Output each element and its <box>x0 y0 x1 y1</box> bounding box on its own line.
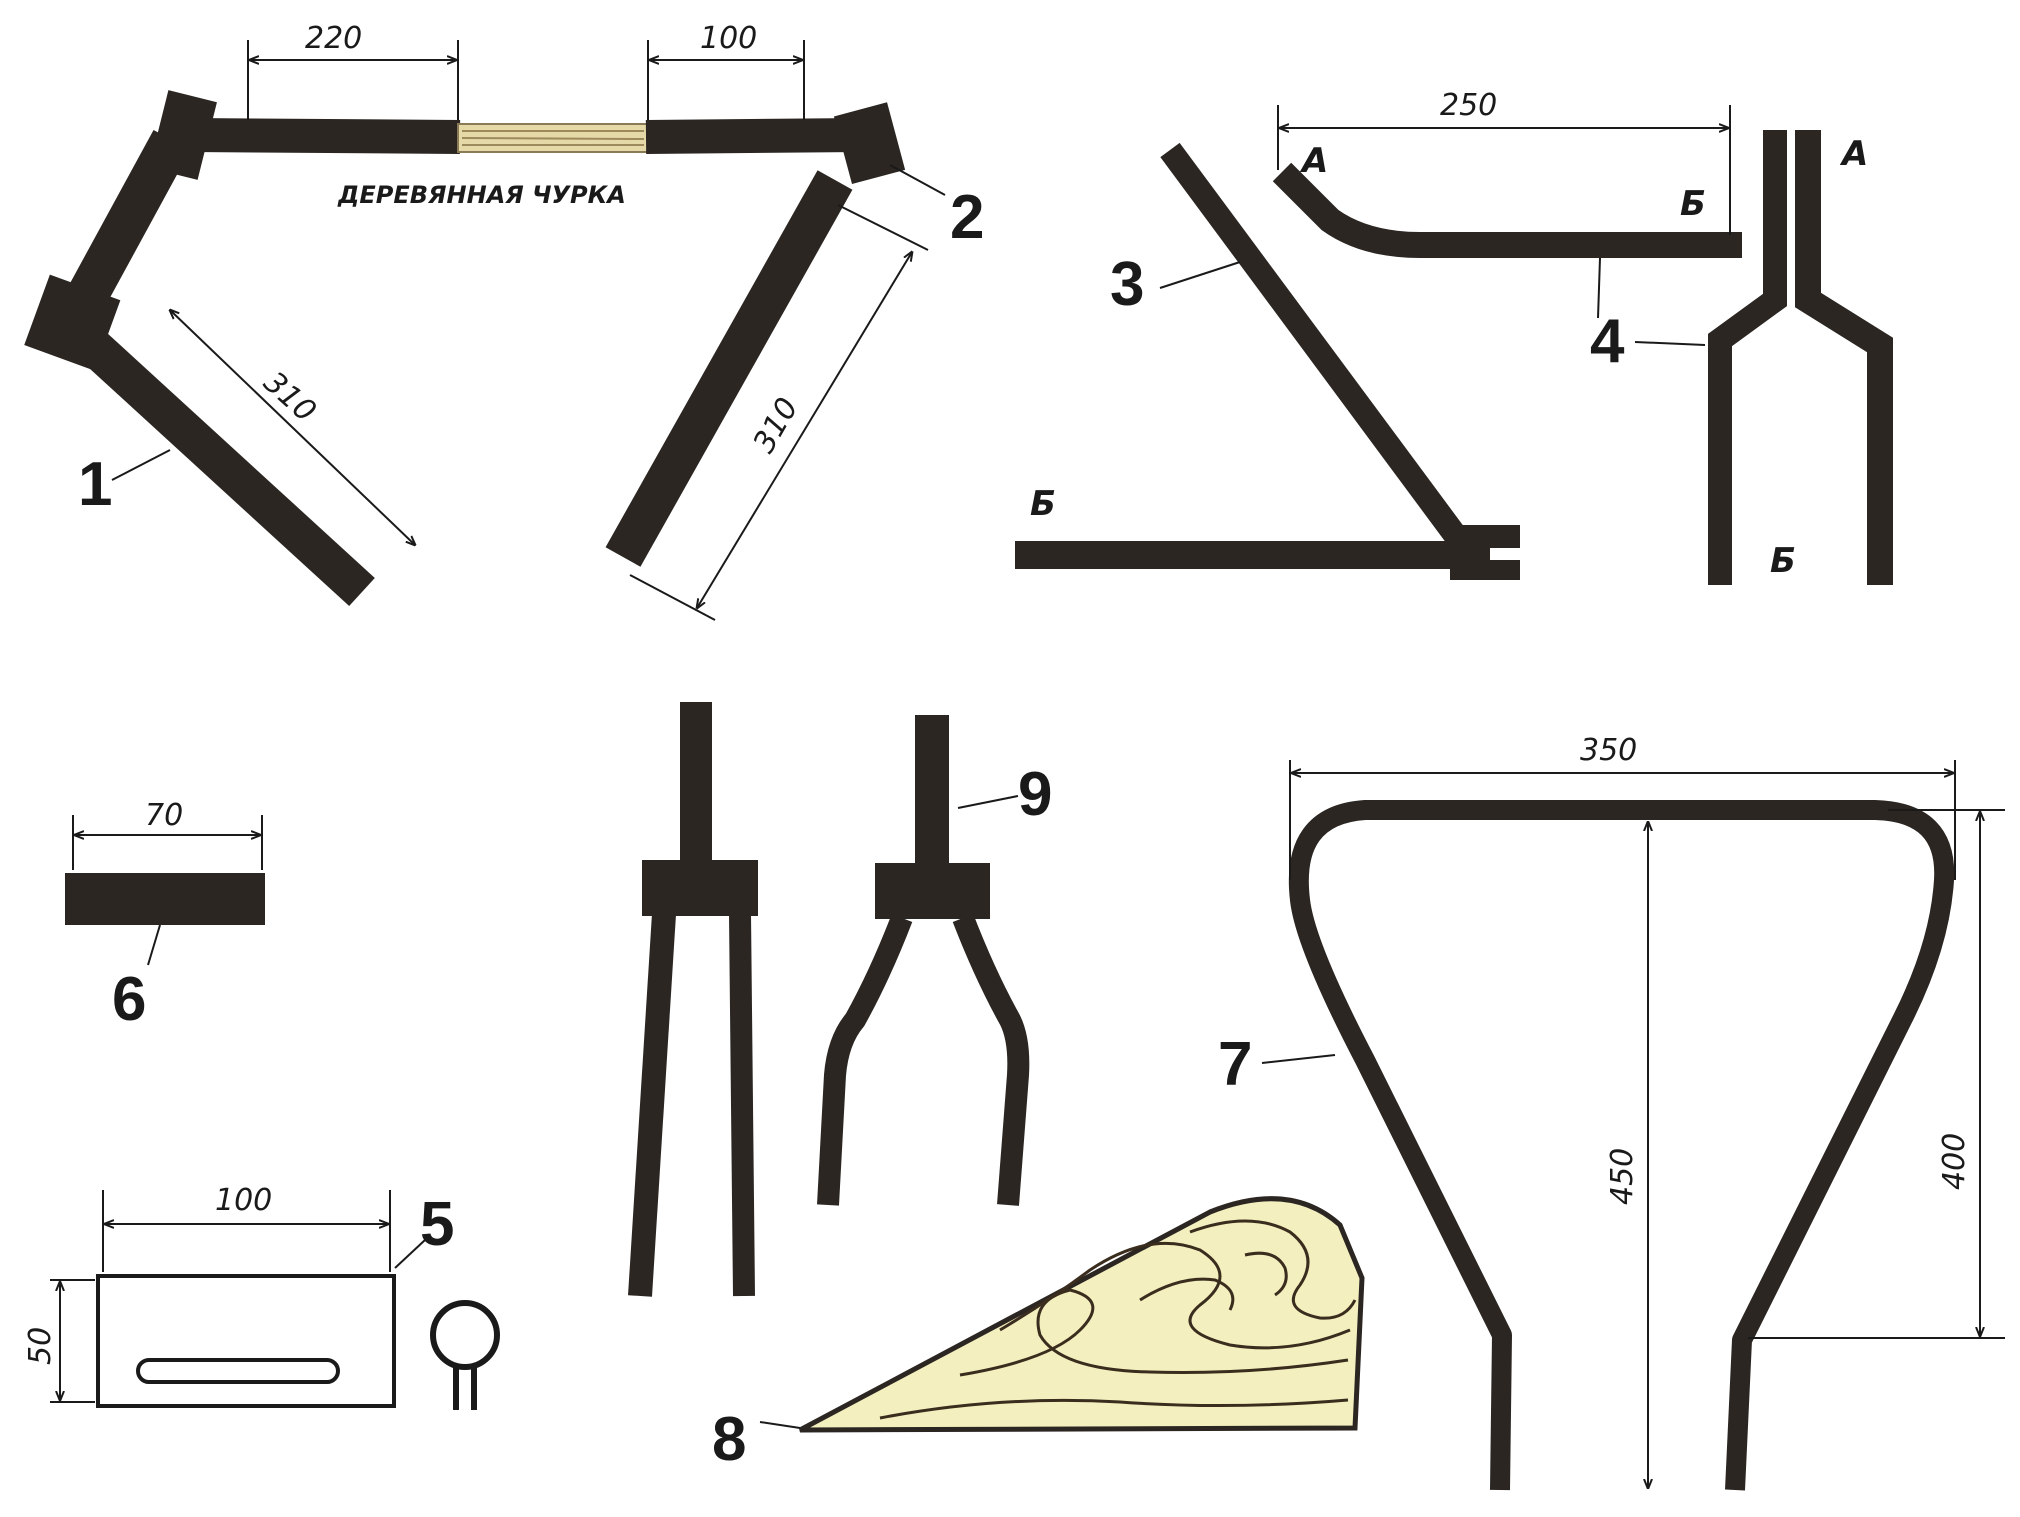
dim-50-label: 50 <box>23 1327 58 1365</box>
dim-310-right-ext-top <box>837 204 929 251</box>
dim-400-label: 400 <box>1937 1133 1972 1190</box>
fork-2-crown <box>875 863 990 919</box>
frame-main: 220 100 ДЕРЕВЯННАЯ ЧУРКА 310 310 1 2 <box>24 21 984 621</box>
part-4-front-left <box>1708 130 1787 585</box>
dim-310-right-ext-bottom <box>629 574 716 621</box>
part-4-letter-b2: Б <box>1770 541 1796 581</box>
callout-8-leader <box>759 1421 801 1429</box>
wood-grain <box>959 1288 1349 1377</box>
part-6: 70 6 <box>65 798 265 1034</box>
left-vertical-tube <box>56 129 191 329</box>
dim-250-label: 250 <box>1440 88 1497 123</box>
dim-100-label: 100 <box>700 21 757 56</box>
part-7: 350 450 400 7 <box>1218 733 2005 1491</box>
part-5: 100 50 5 <box>23 1183 500 1410</box>
part-4-letter-b1: Б <box>1680 184 1706 224</box>
fork-1-crown <box>642 860 758 916</box>
dim-70-label: 70 <box>145 798 183 833</box>
part-8: 8 <box>712 1196 1365 1474</box>
callout-4-leader <box>1597 257 1601 319</box>
callout-7-leader <box>1261 1054 1336 1064</box>
top-tube-left <box>189 118 461 154</box>
callout-1: 1 <box>78 450 112 519</box>
fork-2-steerer <box>915 715 949 865</box>
part-2-tube <box>605 170 853 567</box>
callout-4: 4 <box>1590 307 1625 376</box>
callout-2-leader <box>889 164 946 196</box>
part-5-profile-ring <box>430 1300 500 1370</box>
fork-2-leg-left <box>817 914 913 1206</box>
part-4-letter-a1: А <box>1299 141 1328 181</box>
part-9: 9 <box>628 702 1052 1297</box>
dim-350-label: 350 <box>1580 733 1637 768</box>
callout-3: 3 <box>1110 250 1144 319</box>
fork-1-steerer <box>680 702 712 862</box>
callout-7: 7 <box>1218 1030 1252 1099</box>
part-3: Б 3 <box>1015 142 1520 580</box>
fork-1-leg-right <box>729 913 755 1297</box>
callout-8: 8 <box>712 1405 746 1474</box>
top-tube-right <box>645 118 863 154</box>
callout-9-leader <box>957 795 1019 809</box>
fork-1-leg-left <box>628 913 676 1297</box>
part-3-letter-b: Б <box>1030 484 1056 524</box>
part-6-bar <box>65 873 265 925</box>
dim-450-label: 450 <box>1605 1148 1640 1205</box>
part-4-letter-a2: А <box>1839 134 1868 174</box>
dim-310-left-line <box>170 310 415 545</box>
part-4-front-right <box>1795 130 1893 585</box>
part-3-diagonal-tube <box>1160 142 1480 563</box>
part-5-plate <box>96 1274 396 1408</box>
part-3-dropout-slot <box>1490 548 1520 560</box>
callout-2: 2 <box>950 183 984 252</box>
wood-grain <box>999 1241 1351 1350</box>
callout-6-leader <box>147 924 161 966</box>
wood-grain <box>1244 1251 1288 1297</box>
part-4-side-view <box>1272 162 1742 258</box>
part-5-slot <box>136 1358 340 1384</box>
saddle-frame-tube <box>1288 800 1955 1491</box>
wood-grain-line <box>461 137 645 140</box>
wood-grain <box>879 1398 1349 1420</box>
wood-grain <box>1139 1277 1235 1311</box>
callout-9: 9 <box>1018 760 1052 829</box>
callout-1-leader <box>111 449 171 481</box>
fork-2-leg-right <box>952 914 1030 1206</box>
callout-6: 6 <box>112 965 146 1034</box>
callout-4-leader-2 <box>1634 341 1706 346</box>
dim-100w-label: 100 <box>215 1183 272 1218</box>
callout-3-leader <box>1159 261 1241 289</box>
dim-220-label: 220 <box>305 21 362 56</box>
dim-310-left-label: 310 <box>257 365 323 429</box>
wooden-wedge <box>798 1196 1365 1433</box>
callout-5-leader <box>394 1239 426 1269</box>
head-lug-right <box>833 102 906 185</box>
dim-310-right-label: 310 <box>747 392 806 459</box>
callout-5: 5 <box>420 1190 454 1259</box>
dim-310-right-line <box>697 252 912 608</box>
part-4: 250 А Б А Б 4 <box>1272 88 1893 585</box>
wood-plug-label: ДЕРЕВЯННАЯ ЧУРКА <box>337 181 626 209</box>
wood-grain <box>1189 1219 1357 1320</box>
